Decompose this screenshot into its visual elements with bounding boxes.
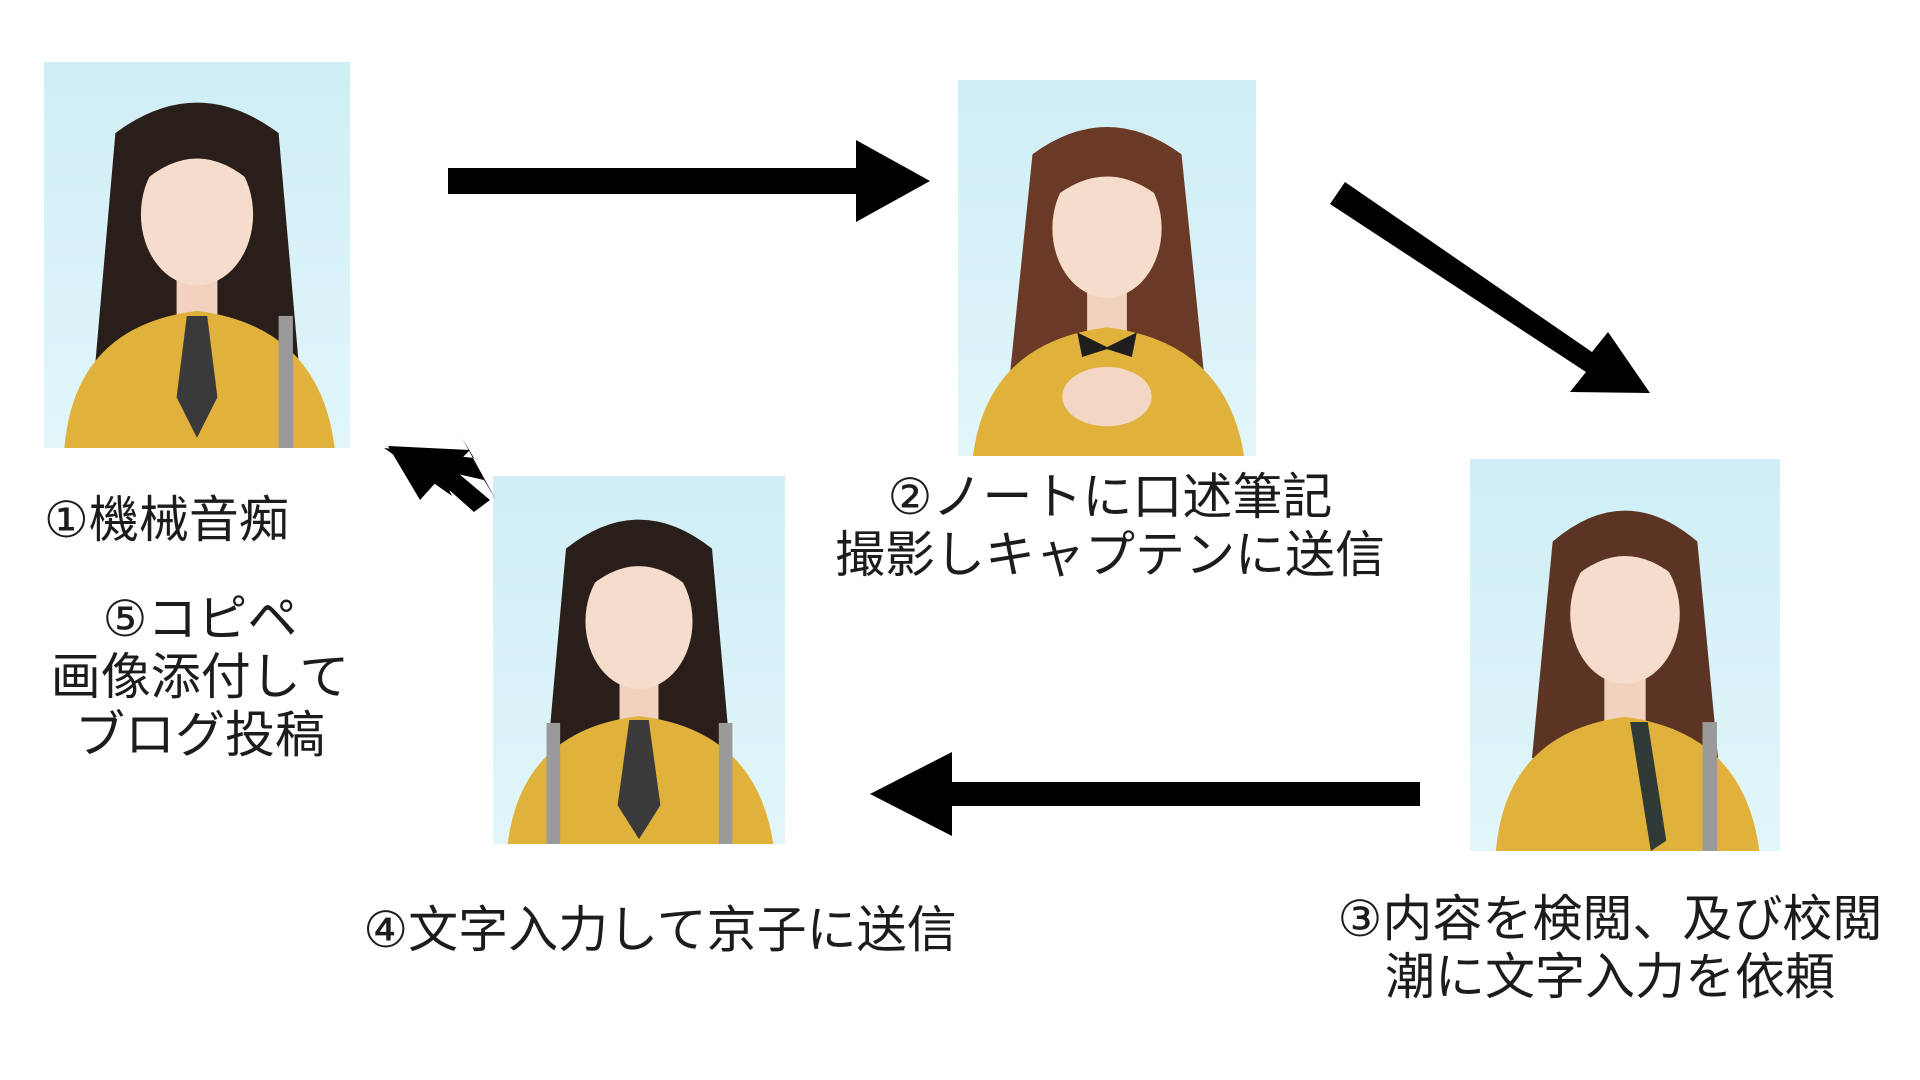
step1-text: ①機械音痴 xyxy=(44,491,289,549)
step2-line1: ②ノートに口述筆記 xyxy=(887,468,1333,526)
step3-line2: 潮に文字入力を依頼 xyxy=(1385,948,1835,1006)
step2-label: ②ノートに口述筆記 撮影しキャプテンに送信 xyxy=(830,468,1390,584)
step1-label: ①機械音痴 xyxy=(44,490,344,550)
step5-line2: 画像添付して xyxy=(50,648,350,706)
member-photo-2 xyxy=(958,80,1256,456)
step3-label: ③内容を検閲、及び校閲 潮に文字入力を依頼 xyxy=(1320,890,1900,1006)
step5-label: ⑤コピペ 画像添付して ブログ投稿 xyxy=(40,590,360,764)
member-photo-1 xyxy=(44,62,350,448)
step5-line3: ブログ投稿 xyxy=(75,706,325,764)
step4-label: ④文字入力して京子に送信 xyxy=(320,900,1000,960)
step5-line1: ⑤コピペ xyxy=(102,590,298,648)
member-photo-4 xyxy=(493,476,785,844)
member-photo-3 xyxy=(1470,459,1780,851)
step3-line1: ③内容を検閲、及び校閲 xyxy=(1337,890,1883,948)
step4-text: ④文字入力して京子に送信 xyxy=(363,901,957,959)
step2-line2: 撮影しキャプテンに送信 xyxy=(835,526,1385,584)
